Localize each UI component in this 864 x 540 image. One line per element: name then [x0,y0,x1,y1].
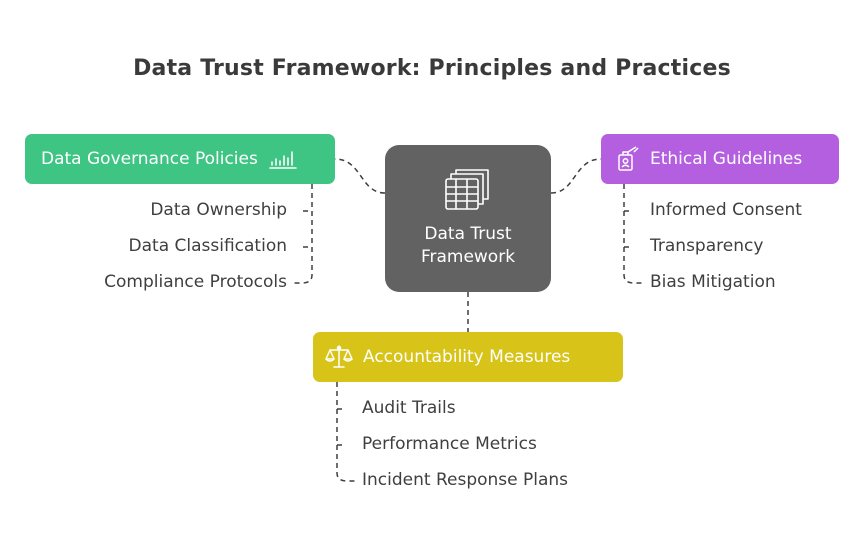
connector-accountability-items [336,382,355,482]
accountability-item: Incident Response Plans [362,470,569,490]
ethics-label: Ethical Guidelines [650,149,803,169]
accountability-label: Accountability Measures [363,347,571,367]
connector-ethics-items [623,184,642,284]
connector-governance [334,158,386,194]
center-label-line1: Data Trust [424,223,512,244]
connector-governance-items [294,184,313,284]
bar-chart-icon [268,148,298,170]
accountability-item: Performance Metrics [362,434,537,454]
accountability-node: Accountability Measures [313,332,623,382]
governance-item: Compliance Protocols [104,272,287,292]
governance-item: Data Ownership [150,200,287,220]
ethics-item: Informed Consent [650,200,802,220]
id-badge-icon [614,146,640,172]
accountability-item: Audit Trails [362,398,456,418]
connector-ethics [550,158,602,194]
governance-node: Data Governance Policies [25,134,335,184]
governance-label: Data Governance Policies [41,149,258,169]
center-label-line2: Framework [420,246,516,267]
diagram-title: Data Trust Framework: Principles and Pra… [133,56,731,81]
center-node: Data Trust Framework [385,145,551,292]
balance-scale-icon [325,344,353,370]
ethics-item: Bias Mitigation [650,272,776,292]
ethics-node: Ethical Guidelines [601,134,839,184]
governance-item: Data Classification [128,236,287,256]
document-stack-icon [442,168,494,213]
ethics-item: Transparency [650,236,764,256]
